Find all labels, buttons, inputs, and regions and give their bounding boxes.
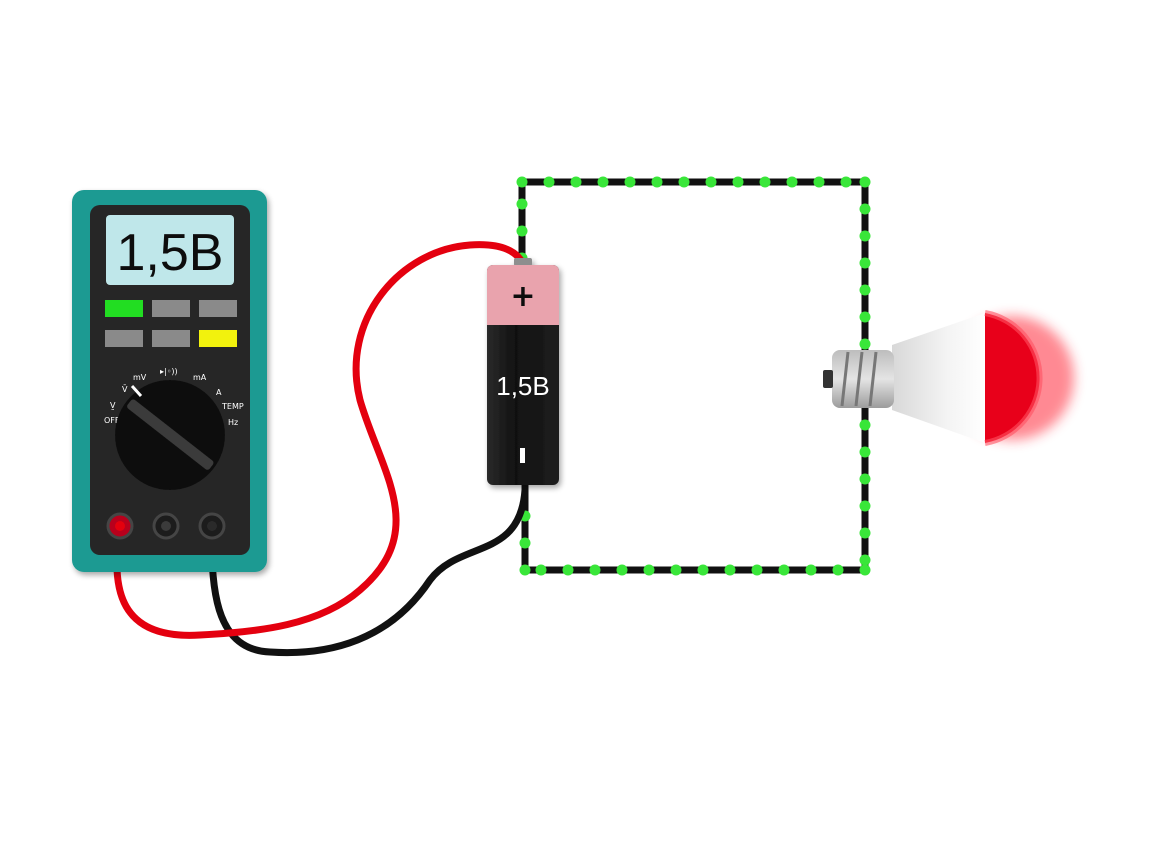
current-dot	[516, 176, 528, 188]
dial-label-v-dc: V̄	[122, 384, 128, 394]
current-dot	[732, 176, 744, 188]
mode-button-3[interactable]	[199, 300, 237, 317]
lamp-thread-2	[854, 351, 864, 407]
current-dot	[724, 564, 736, 576]
current-dot	[616, 564, 628, 576]
lamp-glowing-dome	[985, 313, 1040, 443]
dial-label-off: OFF	[104, 416, 120, 425]
multimeter-display-value: 1,5В	[117, 224, 224, 282]
current-dot	[516, 198, 528, 210]
current-dot	[840, 176, 852, 188]
current-dot	[759, 176, 771, 188]
current-dot	[597, 176, 609, 188]
current-dot	[670, 564, 682, 576]
dial-label-mv: mV	[133, 373, 147, 382]
current-dot	[778, 564, 790, 576]
current-dot	[859, 230, 871, 242]
lamp	[823, 310, 1074, 446]
dial-label-a: A	[216, 388, 222, 397]
circuit-loop	[516, 176, 871, 576]
multimeter: 1,5В OFF V̰ V̄ mV ▸|◦)) mA A TEMP Hz	[72, 190, 267, 572]
current-dot	[859, 527, 871, 539]
dial-label-diode: ▸|◦))	[160, 367, 178, 376]
current-dot	[859, 203, 871, 215]
current-dot	[624, 176, 636, 188]
mode-button-hold[interactable]	[199, 330, 237, 347]
negative-lead	[208, 486, 529, 657]
jack-negative-hole	[207, 521, 217, 531]
lamp-thread-3	[868, 351, 878, 407]
dial-label-v-ac: V̰	[110, 401, 116, 410]
current-dot	[643, 564, 655, 576]
probe-leads	[113, 241, 529, 657]
current-dot	[805, 564, 817, 576]
battery-cap-bottom	[487, 310, 559, 325]
circuit-wire	[518, 178, 869, 574]
current-dot	[859, 446, 871, 458]
current-dot	[832, 564, 844, 576]
mode-button-2[interactable]	[152, 300, 190, 317]
selector-dial-indicator	[130, 384, 143, 398]
lamp-contact	[823, 370, 833, 388]
lamp-dome-edge	[984, 310, 1043, 446]
current-dot	[786, 176, 798, 188]
mode-button-active[interactable]	[105, 300, 143, 317]
current-dot	[813, 176, 825, 188]
current-dot	[859, 284, 871, 296]
dial-label-ma: mA	[193, 373, 207, 382]
battery-plus-sign: +	[510, 279, 535, 314]
current-dot	[859, 176, 871, 188]
dial-label-hz: Hz	[228, 418, 238, 427]
current-dot	[859, 554, 871, 566]
current-dot	[519, 564, 531, 576]
current-dot	[543, 176, 555, 188]
current-dot	[859, 311, 871, 323]
battery-voltage-label: 1,5В	[496, 371, 550, 401]
lamp-glass	[892, 313, 985, 443]
current-dot	[516, 225, 528, 237]
current-dot	[589, 564, 601, 576]
jack-com-hole	[161, 521, 171, 531]
mode-button-5[interactable]	[152, 330, 190, 347]
battery-terminal	[514, 258, 532, 266]
battery-minus-sign	[520, 448, 525, 463]
battery: + 1,5В	[487, 258, 559, 485]
current-dot	[859, 338, 871, 350]
current-dot	[562, 564, 574, 576]
current-dot	[859, 564, 871, 576]
current-dot	[705, 176, 717, 188]
current-dot	[859, 257, 871, 269]
current-dot	[697, 564, 709, 576]
current-dot	[751, 564, 763, 576]
current-dot	[859, 473, 871, 485]
current-flow-dots	[516, 176, 871, 576]
current-dot	[570, 176, 582, 188]
multimeter-lcd	[106, 215, 234, 285]
dial-label-temp: TEMP	[221, 402, 244, 411]
current-dot	[859, 500, 871, 512]
selector-dial-pointer	[127, 399, 214, 470]
mode-button-4[interactable]	[105, 330, 143, 347]
current-dot	[859, 419, 871, 431]
positive-lead	[113, 241, 526, 639]
current-dot	[519, 537, 531, 549]
current-dot	[678, 176, 690, 188]
jack-positive-hole	[115, 521, 125, 531]
lamp-thread-1	[840, 351, 850, 407]
current-dot	[535, 564, 547, 576]
current-dot	[651, 176, 663, 188]
